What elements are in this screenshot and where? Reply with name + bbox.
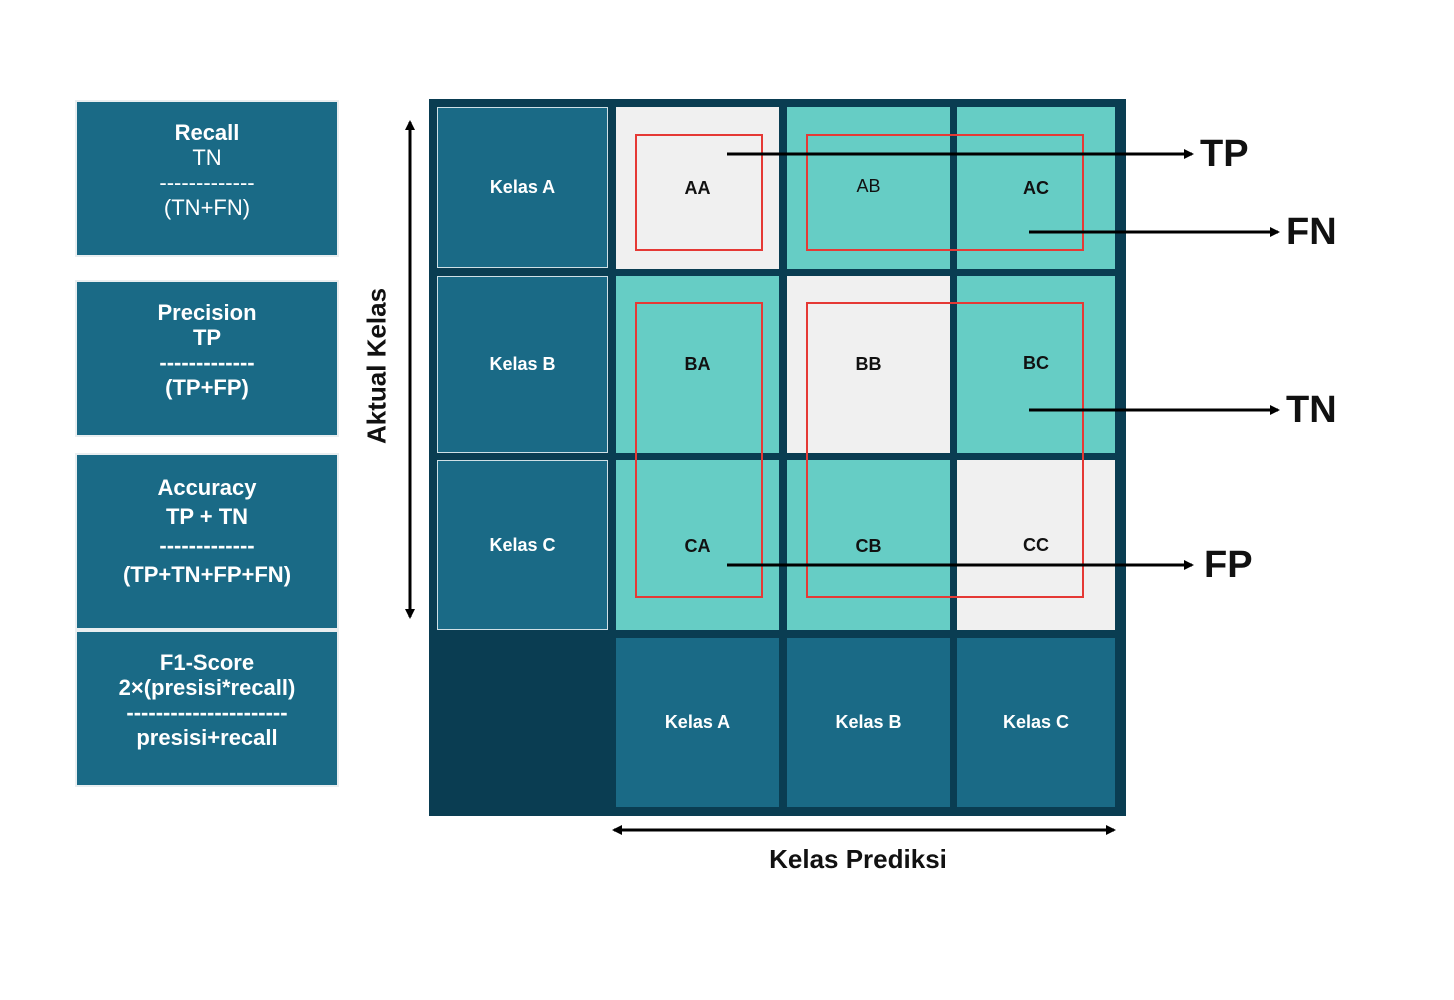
precision-formula-box: Precision TP ------------- (TP+FP) (75, 280, 339, 437)
recall-numerator: TN (192, 145, 222, 170)
cell-bb: BB (787, 276, 950, 453)
accuracy-formula-box: Accuracy TP + TN ------------- (TP+TN+FP… (75, 453, 339, 630)
row-header-kelas-a: Kelas A (437, 107, 608, 268)
tn-highlight-box (806, 302, 1084, 598)
y-axis-label: Aktual Kelas (361, 287, 392, 445)
accuracy-numerator: TP + TN (165, 504, 249, 529)
col-header-kelas-c: Kelas C (957, 638, 1115, 807)
x-axis-label: Kelas Prediksi (769, 844, 947, 874)
cell-ba: BA (616, 276, 779, 453)
precision-denominator: (TP+FP) (165, 375, 249, 400)
tp-highlight-box (635, 134, 763, 251)
cell-bc: BC (957, 276, 1115, 453)
tp-label: TP (1200, 133, 1249, 175)
recall-divider: ------------- (159, 170, 255, 195)
accuracy-divider: ------------- (159, 533, 255, 558)
recall-denominator: (TN+FN) (163, 195, 251, 220)
row-header-kelas-c: Kelas C (437, 460, 608, 630)
precision-title: Precision (157, 300, 257, 325)
f1-score-divider: ---------------------- (126, 700, 288, 725)
fn-label: FN (1286, 211, 1337, 253)
precision-divider: ------------- (159, 350, 255, 375)
accuracy-title: Accuracy (157, 475, 257, 500)
recall-title: Recall (174, 120, 240, 145)
fp-label: FP (1204, 544, 1253, 586)
fn-highlight-box (806, 134, 1084, 251)
cell-cb: CB (787, 460, 950, 630)
cell-ca: CA (616, 460, 779, 630)
fp-highlight-box (635, 302, 763, 598)
row-header-kelas-b: Kelas B (437, 276, 608, 453)
f1-score-numerator: 2×(presisi*recall) (118, 675, 296, 700)
tn-label: TN (1286, 389, 1337, 431)
accuracy-denominator: (TP+TN+FP+FN) (122, 562, 292, 587)
col-header-kelas-b: Kelas B (787, 638, 950, 807)
cell-cc: CC (957, 460, 1115, 630)
f1-score-formula-box: F1-Score 2×(presisi*recall) ------------… (75, 630, 339, 787)
f1-score-title: F1-Score (159, 650, 255, 675)
recall-formula-box: Recall TN ------------- (TN+FN) (75, 100, 339, 257)
col-header-kelas-a: Kelas A (616, 638, 779, 807)
f1-score-denominator: presisi+recall (136, 725, 278, 750)
precision-numerator: TP (192, 325, 222, 350)
